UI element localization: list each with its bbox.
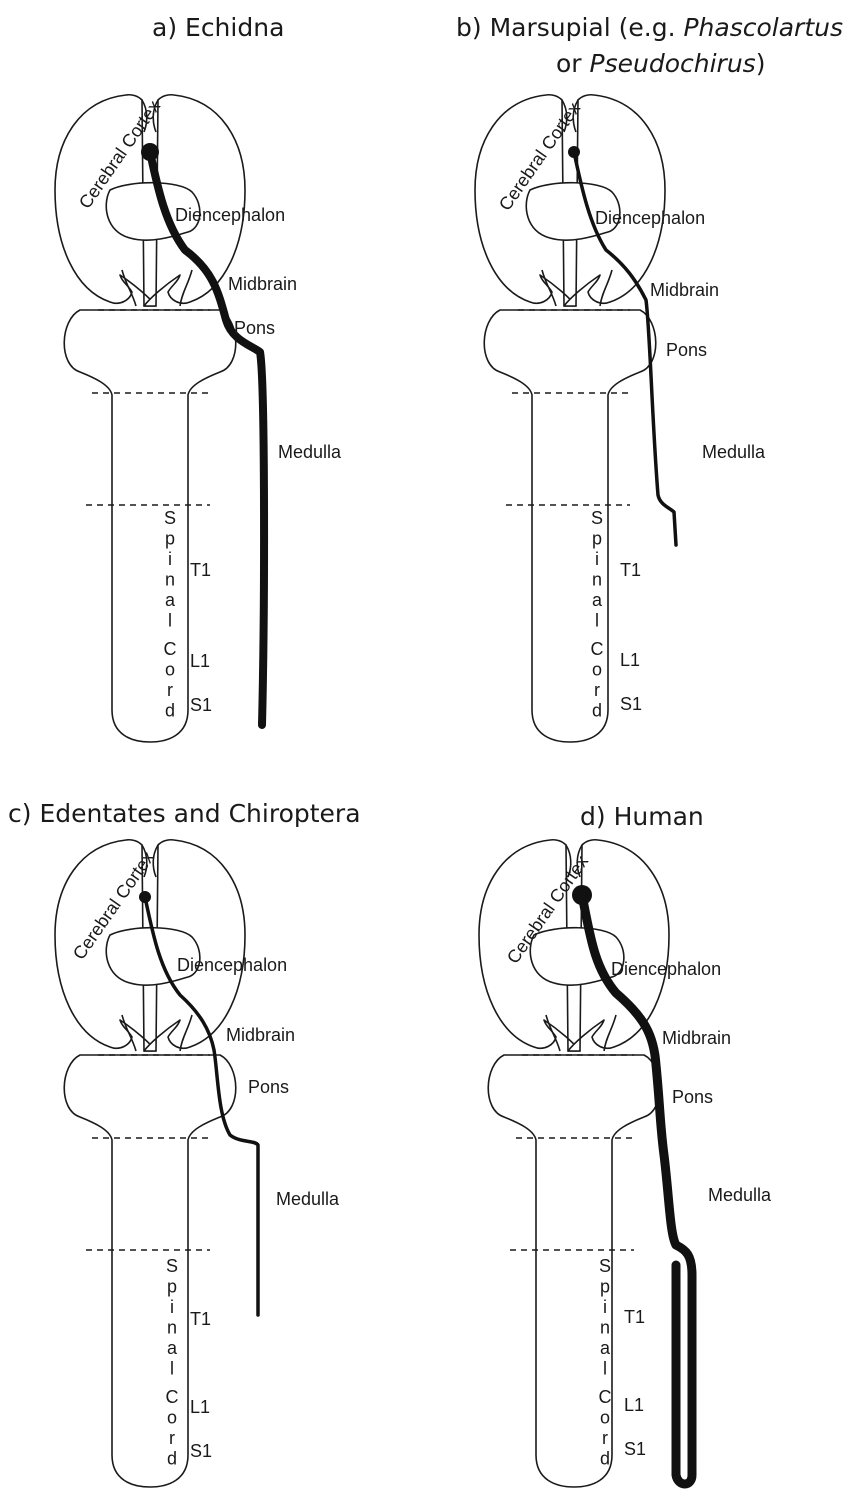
panel-b-s1-label: S1 (620, 694, 642, 714)
panel-b: b) Marsupial (e.g. Phascolartus or Pseud… (456, 13, 843, 742)
panel-c-s1-label: S1 (190, 1441, 212, 1461)
panel-b-pons-label: Pons (666, 340, 707, 360)
panel-b-cell-body (568, 146, 580, 158)
panel-c-l1-label: L1 (190, 1397, 210, 1417)
panel-c-cell-body (139, 891, 151, 903)
panel-b-medulla-label: Medulla (702, 442, 766, 462)
panel-c-midbrain-label: Midbrain (226, 1025, 295, 1045)
panel-d-l1-label: L1 (624, 1395, 644, 1415)
panel-a-title: a) Echidna (152, 13, 284, 42)
panel-b-title: b) Marsupial (e.g. Phascolartus (456, 13, 843, 42)
panel-c-title: c) Edentates and Chiroptera (8, 799, 361, 828)
panel-d-brain: Cerebral Cortex Diencephalon Midbrain Po… (479, 840, 772, 1487)
panel-b-brain: Cerebral Cortex Diencephalon Midbrain Po… (475, 95, 766, 742)
panel-d-t1-label: T1 (624, 1307, 645, 1327)
panel-a-s1-label: S1 (190, 695, 212, 715)
panel-a: a) Echidna Cerebral Cortex Diencephalon … (55, 13, 342, 742)
panel-a-pons-label: Pons (234, 318, 275, 338)
panel-c-brain: Cerebral Cortex Diencephalon Midbrain Po… (55, 840, 340, 1487)
panel-d-pons-label: Pons (672, 1087, 713, 1107)
panel-c-t1-label: T1 (190, 1309, 211, 1329)
panel-b-l1-label: L1 (620, 650, 640, 670)
panel-c: c) Edentates and Chiroptera Cerebral Cor… (8, 799, 361, 1487)
panel-d-diencephalon-label: Diencephalon (611, 959, 721, 979)
panel-a-l1-label: L1 (190, 651, 210, 671)
panel-b-t1-label: T1 (620, 560, 641, 580)
panel-b-midbrain-label: Midbrain (650, 280, 719, 300)
panel-a-brain: Cerebral Cortex Diencephalon Midbrain Po… (55, 95, 342, 742)
panel-c-diencephalon-label: Diencephalon (177, 955, 287, 975)
panel-c-medulla-label: Medulla (276, 1189, 340, 1209)
panel-d-medulla-label: Medulla (708, 1185, 772, 1205)
panel-d-title: d) Human (580, 802, 704, 831)
panel-b-title-line2: or Pseudochirus) (556, 49, 765, 78)
panel-b-diencephalon-label: Diencephalon (595, 208, 705, 228)
panel-a-midbrain-label: Midbrain (228, 274, 297, 294)
panel-d: d) Human Cerebral Cortex Diencephalon Mi… (479, 802, 772, 1487)
panel-a-cell-body (141, 143, 159, 161)
panel-d-s1-label: S1 (624, 1439, 646, 1459)
panel-a-medulla-label: Medulla (278, 442, 342, 462)
panel-c-pons-label: Pons (248, 1077, 289, 1097)
panel-d-cell-body (572, 885, 592, 905)
panel-d-midbrain-label: Midbrain (662, 1028, 731, 1048)
panel-a-t1-label: T1 (190, 560, 211, 580)
panel-a-diencephalon-label: Diencephalon (175, 205, 285, 225)
